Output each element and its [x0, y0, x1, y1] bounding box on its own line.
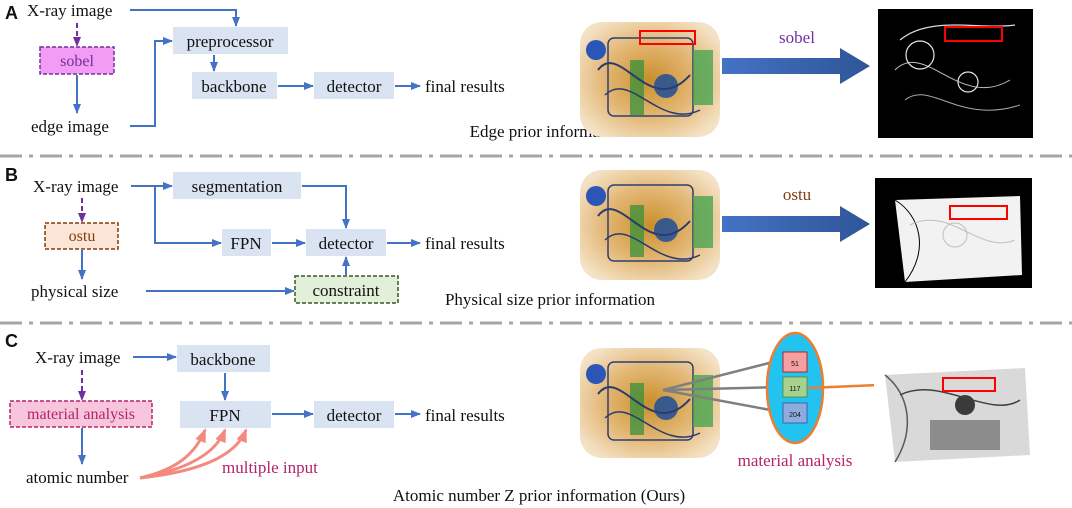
b-fpn-node	[222, 229, 271, 256]
c-xray-image	[580, 348, 720, 458]
b-transform-label: ostu	[783, 185, 812, 204]
a-xray-image-label: X-ray image	[27, 1, 112, 20]
b-physical-size-label: physical size	[31, 282, 118, 301]
a-arrow-edge-to-preprocessor	[130, 37, 173, 127]
a-edge-image-label: edge image	[31, 117, 109, 136]
a-detector-node	[314, 72, 394, 99]
c-backbone-label: backbone	[190, 350, 255, 369]
b-ostu-label: ostu	[69, 228, 96, 245]
b-detector-node	[306, 229, 386, 256]
b-caption: Physical size prior information	[445, 290, 656, 309]
c-material-label: material analysis	[27, 406, 135, 423]
panel-a: A X-ray image sobel edge image preproces…	[5, 1, 1033, 141]
a-transform-label: sobel	[779, 28, 815, 47]
c-gray-arrow-3	[662, 388, 782, 415]
c-atomic-number-label: atomic number	[26, 468, 129, 487]
c-z-value-2: 117	[789, 386, 800, 393]
c-z-box-1	[782, 351, 808, 373]
c-z-box-2	[782, 376, 808, 398]
c-xray-image-label: X-ray image	[35, 348, 120, 367]
c-multi-arrow-3	[139, 428, 248, 480]
b-final-results-label: final results	[425, 234, 505, 253]
a-sobel-box	[39, 46, 115, 75]
panel-letter-a: A	[5, 3, 18, 23]
a-sobel-label: sobel	[60, 53, 94, 70]
a-final-results-label: final results	[425, 77, 505, 96]
b-constraint-label: constraint	[312, 281, 379, 300]
c-final-results-label: final results	[425, 406, 505, 425]
a-preprocessor-label: preprocessor	[187, 32, 274, 51]
a-backbone-node	[192, 72, 277, 99]
a-edge-highlight-box	[944, 26, 1003, 42]
c-atomic-highlight-box	[942, 377, 996, 392]
b-xray-image	[580, 170, 720, 280]
panel-c: C X-ray image material analysis atomic n…	[5, 331, 1034, 505]
b-arrow-segmentation-to-detector	[302, 185, 350, 229]
c-z-value-1: 51	[791, 361, 799, 368]
b-constraint-box	[294, 275, 399, 304]
a-highlight-box	[639, 30, 696, 45]
c-z-value-3: 204	[789, 412, 801, 419]
c-multiple-input-label: multiple input	[222, 458, 318, 477]
c-gray-arrow-2	[662, 383, 782, 392]
b-fpn-label: FPN	[230, 234, 261, 253]
c-caption: Atomic number Z prior information (Ours)	[393, 486, 685, 505]
c-material-box	[9, 400, 153, 428]
c-gray-arrow-1	[662, 358, 782, 392]
a-detector-label: detector	[327, 77, 382, 96]
panel-letter-b: B	[5, 165, 18, 185]
c-fpn-node	[180, 401, 271, 428]
c-atomic-image	[874, 355, 1034, 465]
b-transform-arrow	[722, 206, 870, 242]
c-detector-label: detector	[327, 406, 382, 425]
a-preprocessor-node	[173, 27, 288, 54]
a-arrow-input-to-preprocessor	[130, 9, 240, 27]
c-fpn-label: FPN	[209, 406, 240, 425]
b-segmentation-label: segmentation	[192, 177, 283, 196]
b-segmentation-node	[173, 172, 301, 199]
panel-letter-c: C	[5, 331, 18, 351]
c-detector-node	[314, 401, 394, 428]
b-detector-label: detector	[319, 234, 374, 253]
b-arrow-input-to-fpn	[154, 186, 222, 247]
c-backbone-node	[177, 345, 270, 372]
a-backbone-label: backbone	[201, 77, 266, 96]
b-segmented-image	[875, 178, 1032, 288]
b-xray-image-label: X-ray image	[33, 177, 118, 196]
panel-b: B X-ray image ostu physical size segment…	[5, 165, 1032, 309]
a-transform-arrow	[722, 48, 870, 84]
c-material-analysis-label: material analysis	[738, 451, 853, 470]
c-z-box-3	[782, 402, 808, 424]
a-edge-image	[878, 9, 1033, 138]
b-seg-highlight-box	[949, 205, 1008, 220]
a-xray-image	[580, 22, 720, 137]
b-ostu-box	[44, 222, 119, 250]
